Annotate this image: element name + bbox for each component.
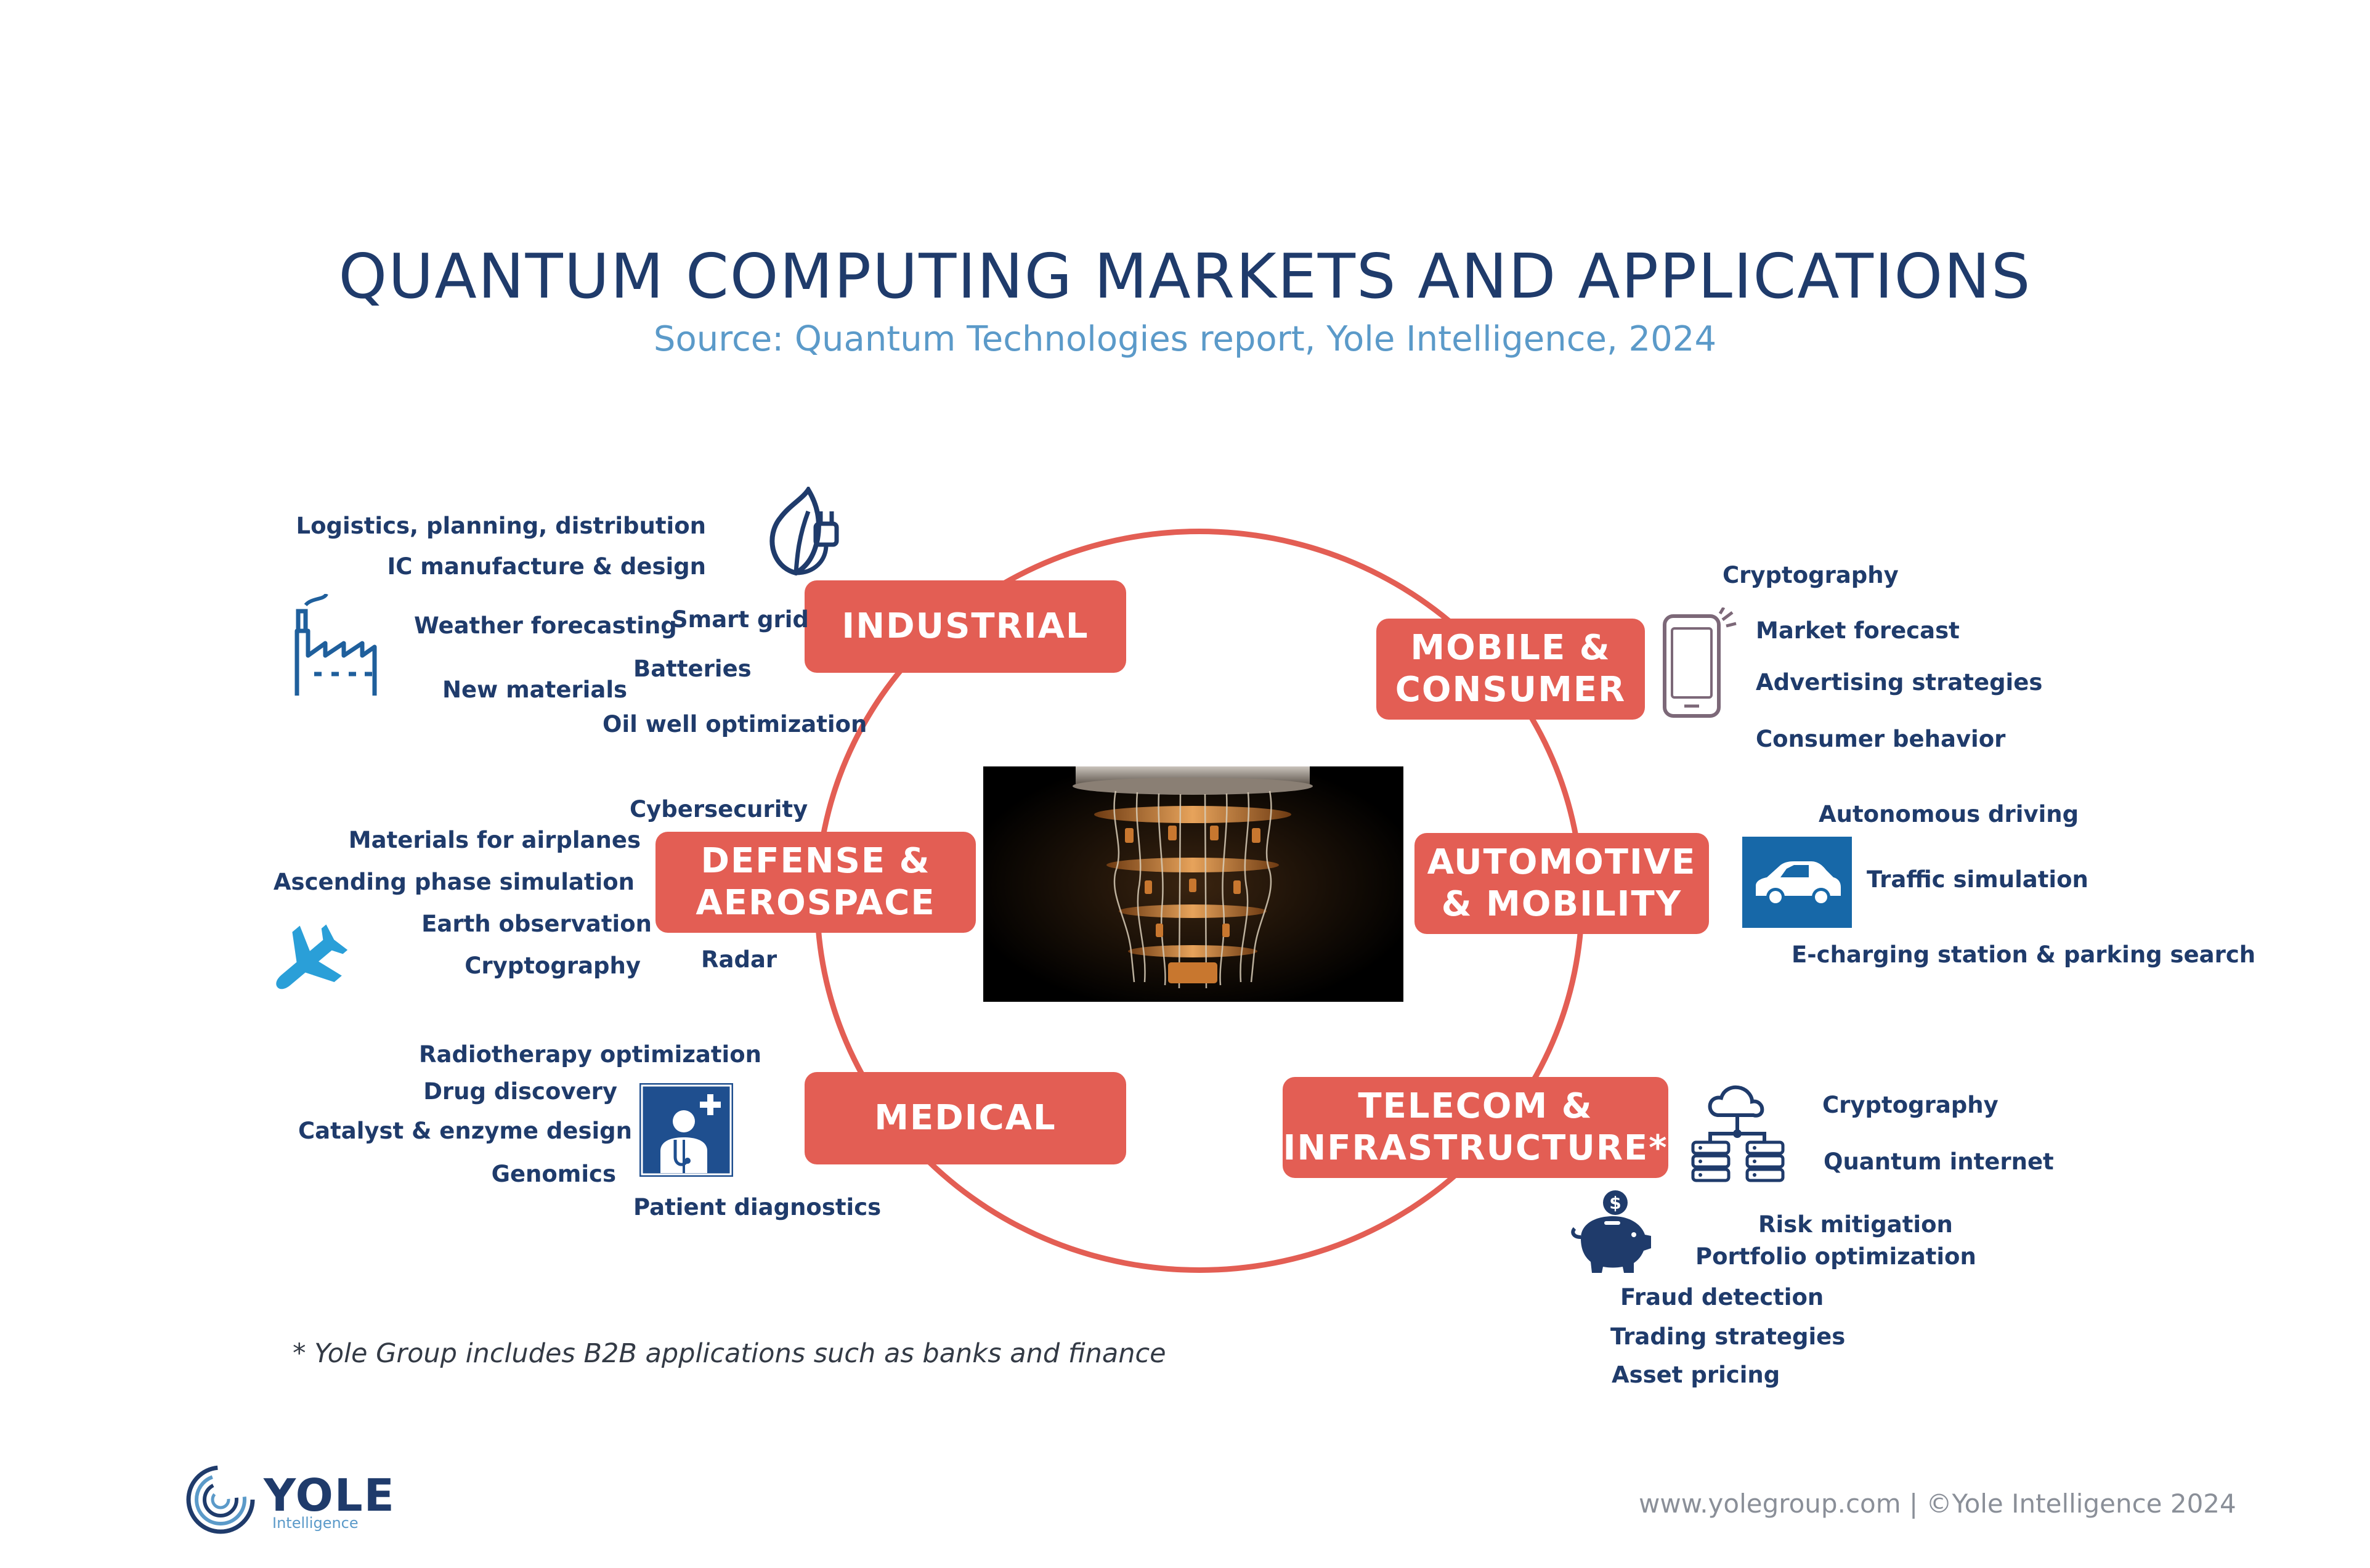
quantum-computer-image	[983, 766, 1403, 1002]
app-radar: Radar	[701, 946, 777, 973]
app-market-forecast: Market forecast	[1756, 617, 1960, 644]
smartphone-icon	[1658, 607, 1739, 718]
app-defense-cryptography: Cryptography	[465, 953, 641, 979]
page-title: QUANTUM COMPUTING MARKETS AND APPLICATIO…	[338, 240, 2032, 312]
app-batteries: Batteries	[633, 656, 752, 682]
app-autonomous-driving: Autonomous driving	[1819, 801, 2079, 827]
svg-text:$: $	[1609, 1193, 1621, 1213]
car-icon	[1742, 837, 1852, 928]
app-portfolio-optimization: Portfolio optimization	[1695, 1243, 1976, 1270]
app-earth-observation: Earth observation	[421, 911, 652, 937]
category-defense-aerospace: DEFENSE & AEROSPACE	[655, 832, 976, 933]
airplane-icon	[265, 922, 347, 1004]
app-ic-manufacture: IC manufacture & design	[387, 553, 706, 580]
app-advertising: Advertising strategies	[1756, 669, 2043, 696]
category-industrial: INDUSTRIAL	[805, 580, 1126, 673]
leaf-plug-icon	[759, 487, 851, 579]
footer-credit: www.yolegroup.com | ©Yole Intelligence 2…	[1639, 1489, 2236, 1519]
app-logistics: Logistics, planning, distribution	[296, 513, 706, 539]
logo-subtitle: Intelligence	[272, 1514, 359, 1532]
app-drug-discovery: Drug discovery	[423, 1078, 617, 1105]
app-radiotherapy: Radiotherapy optimization	[418, 1041, 761, 1068]
category-automotive-mobility: AUTOMOTIVE & MOBILITY	[1414, 833, 1709, 934]
app-consumer-behavior: Consumer behavior	[1756, 726, 2006, 752]
app-patient-diagnostics: Patient diagnostics	[633, 1194, 882, 1221]
app-risk-mitigation: Risk mitigation	[1758, 1211, 1953, 1238]
piggy-bank-icon: $	[1570, 1189, 1654, 1275]
app-ascending-phase: Ascending phase simulation	[273, 869, 635, 895]
app-mobile-cryptography: Cryptography	[1723, 562, 1899, 588]
app-asset-pricing: Asset pricing	[1612, 1362, 1780, 1388]
doctor-icon	[639, 1083, 733, 1177]
app-oil-well: Oil well optimization	[603, 711, 867, 737]
app-traffic-simulation: Traffic simulation	[1867, 866, 2088, 893]
app-genomics: Genomics	[491, 1161, 616, 1187]
app-telecom-cryptography: Cryptography	[1822, 1092, 1999, 1118]
app-weather-forecasting: Weather forecasting	[414, 612, 677, 639]
factory-icon	[290, 594, 382, 699]
app-materials-airplanes: Materials for airplanes	[348, 827, 641, 853]
app-fraud-detection: Fraud detection	[1620, 1284, 1824, 1310]
app-e-charging: E-charging station & parking search	[1792, 941, 2256, 968]
app-quantum-internet: Quantum internet	[1824, 1148, 2054, 1175]
footnote: * Yole Group includes B2B applications s…	[293, 1338, 1166, 1369]
app-new-materials: New materials	[442, 676, 628, 703]
app-smart-grid: Smart grid	[672, 606, 809, 633]
cloud-server-icon	[1688, 1082, 1793, 1183]
yole-logo-icon	[185, 1464, 256, 1535]
app-trading-strategies: Trading strategies	[1610, 1323, 1846, 1350]
category-medical: MEDICAL	[805, 1072, 1126, 1164]
app-cybersecurity: Cybersecurity	[630, 796, 808, 823]
page-subtitle: Source: Quantum Technologies report, Yol…	[653, 319, 1717, 359]
category-mobile-consumer: MOBILE & CONSUMER	[1376, 619, 1645, 720]
app-catalyst-enzyme: Catalyst & enzyme design	[298, 1118, 632, 1144]
logo-name: YOLE	[264, 1469, 396, 1521]
category-telecom-infrastructure: TELECOM & INFRASTRUCTURE*	[1283, 1077, 1668, 1178]
